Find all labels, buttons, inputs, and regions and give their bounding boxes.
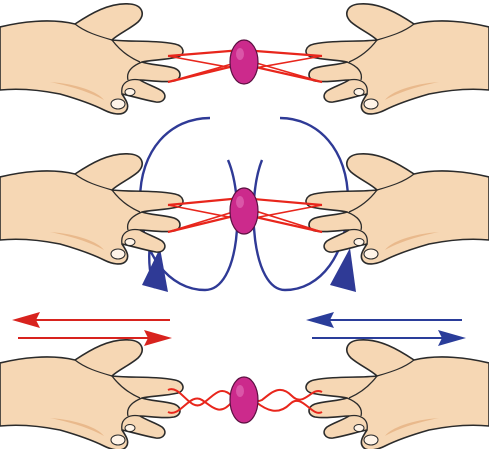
right-hand-icon xyxy=(305,2,489,115)
right-hand-icon xyxy=(305,338,489,449)
red-pull-arrows-icon xyxy=(12,312,172,346)
rotation-arrow-right-icon xyxy=(252,116,356,292)
panel-3 xyxy=(0,338,489,449)
button-disc-icon xyxy=(229,376,259,424)
left-hand-icon xyxy=(0,2,184,115)
left-hand-icon xyxy=(0,152,184,265)
button-disc-icon xyxy=(229,39,259,85)
panel-1 xyxy=(0,2,489,115)
button-disc-icon xyxy=(229,187,259,235)
blue-pull-arrows-icon xyxy=(306,312,466,346)
right-hand-icon xyxy=(305,152,489,265)
panel-2 xyxy=(0,116,489,292)
left-hand-icon xyxy=(0,338,184,449)
